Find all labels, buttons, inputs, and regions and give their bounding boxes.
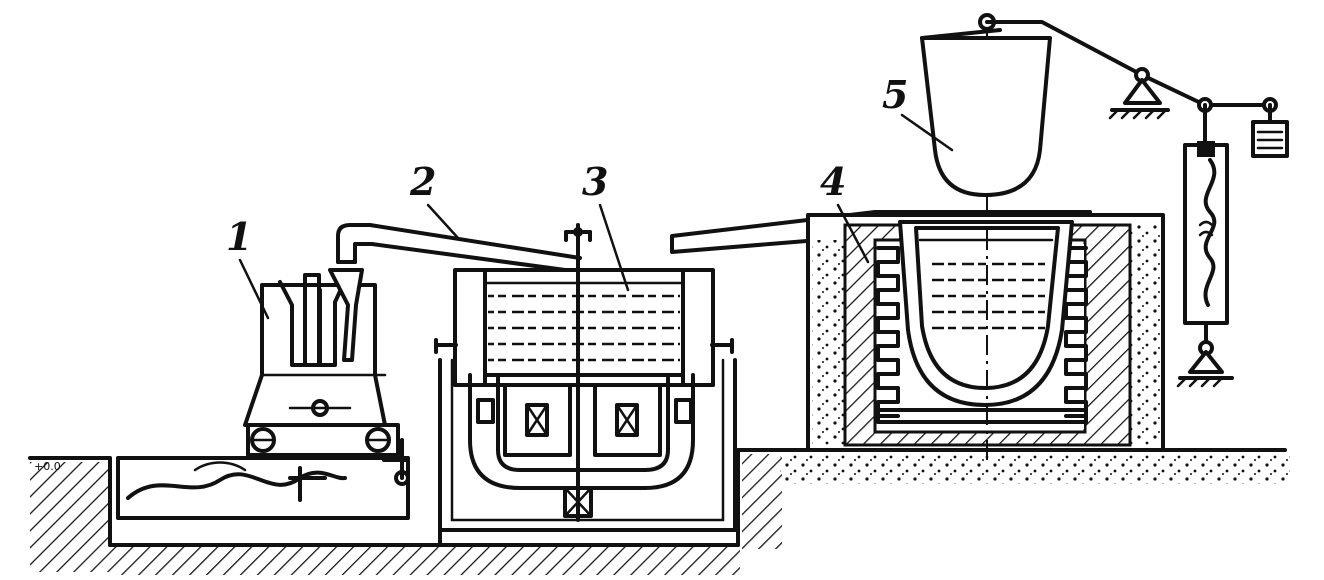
ladle-mechanism xyxy=(920,13,1289,388)
label-4: 4 xyxy=(820,159,870,264)
label-2: 2 xyxy=(409,159,460,240)
label-5-text: 5 xyxy=(882,72,908,117)
label-3: 3 xyxy=(582,159,630,292)
label-1: 1 xyxy=(226,214,270,320)
ground: +0.0 xyxy=(28,448,1290,575)
label-2-text: 2 xyxy=(409,159,436,204)
crucible-furnace xyxy=(670,20,1165,465)
label-3-text: 3 xyxy=(582,159,608,204)
label-1-text: 1 xyxy=(226,214,252,259)
mixer-unit xyxy=(116,268,410,520)
label-5: 5 xyxy=(882,72,954,152)
launder-pipe xyxy=(336,223,582,274)
label-4-text: 4 xyxy=(820,159,846,204)
svg-text:+0.0: +0.0 xyxy=(34,460,61,473)
channel-furnace xyxy=(434,223,737,532)
